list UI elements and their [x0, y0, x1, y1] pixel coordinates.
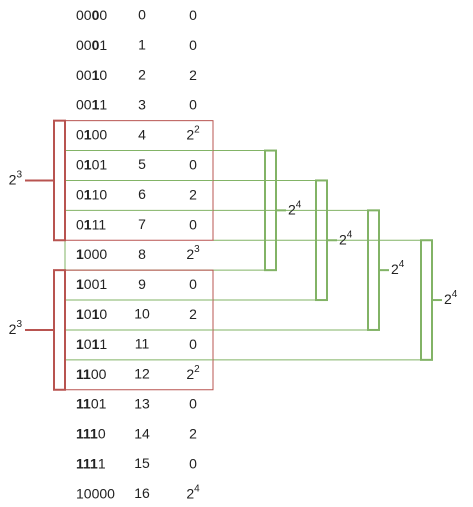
decimal-value: 4: [138, 126, 146, 142]
decimal-value: 12: [134, 366, 150, 382]
result-value: 0: [189, 395, 197, 411]
green-group-label: 24: [391, 259, 405, 277]
table-row: 1100 12 22: [76, 363, 200, 381]
table-row: 1011 11 0: [76, 336, 197, 352]
decimal-value: 11: [135, 336, 150, 352]
green-group-label: 24: [339, 229, 353, 247]
binary-value: 0101: [76, 156, 107, 172]
binary-value: 1101: [76, 395, 107, 411]
binary-value: 0111: [76, 216, 106, 232]
green-group: [213, 239, 442, 361]
green-group-label: 24: [444, 289, 458, 307]
table-row: 1001 9 0: [76, 276, 197, 292]
result-value: 22: [186, 124, 200, 142]
binary-value: 0010: [76, 67, 107, 83]
result-value: 0: [189, 455, 197, 471]
result-value: 2: [189, 306, 197, 322]
decimal-value: 10: [134, 306, 150, 322]
result-value: 2: [189, 186, 197, 202]
table-row: 10000 16 24: [76, 483, 200, 501]
green-group-label: 24: [288, 199, 302, 217]
result-value: 0: [189, 156, 197, 172]
table-row: 0111 7 0: [76, 216, 197, 232]
binary-value: 1000: [76, 246, 107, 262]
red-bracket: [53, 269, 66, 391]
binary-value: 1011: [76, 336, 107, 352]
decimal-value: 2: [138, 67, 146, 83]
table-row: 1101 13 0: [76, 395, 197, 411]
decimal-value: 3: [138, 96, 146, 112]
decimal-value: 16: [134, 485, 150, 501]
result-value: 0: [189, 37, 197, 53]
result-value: 0: [189, 7, 197, 23]
table-row: 0101 5 0: [76, 156, 197, 172]
green-group: [213, 209, 389, 331]
red-group-label: 23: [9, 169, 23, 187]
result-value: 0: [189, 336, 197, 352]
decimal-value: 9: [138, 276, 146, 292]
result-value: 22: [186, 363, 200, 381]
red-group: [25, 119, 214, 242]
green-bracket: [420, 239, 433, 361]
decimal-value: 15: [134, 455, 150, 471]
table-row: 1110 14 2: [76, 425, 197, 441]
decimal-value: 6: [138, 186, 146, 202]
table-row: 0011 3 0: [76, 96, 197, 112]
result-value: 24: [186, 483, 200, 501]
green-bracket: [367, 209, 380, 331]
red-groups: [25, 119, 214, 391]
green-groups: [64, 149, 442, 361]
red-group: [25, 269, 214, 391]
decimal-value: 14: [134, 425, 150, 441]
binary-value: 1010: [76, 306, 107, 322]
table-row: 0001 1 0: [76, 37, 197, 53]
binary-value: 1100: [76, 366, 107, 382]
result-value: 2: [189, 425, 197, 441]
binary-value: 0001: [76, 37, 107, 53]
red-group-label: 23: [9, 319, 23, 337]
binary-value: 1001: [76, 276, 107, 292]
binary-value: 0110: [76, 186, 107, 202]
result-value: 2: [189, 67, 197, 83]
decimal-value: 5: [138, 156, 146, 172]
decimal-value: 13: [134, 395, 150, 411]
result-value: 0: [189, 96, 197, 112]
binary-value: 10000: [76, 485, 115, 501]
result-value: 0: [189, 216, 197, 232]
table-row: 1111 15 0: [76, 455, 197, 471]
red-bracket: [53, 119, 66, 242]
binary-value: 1111: [76, 455, 106, 471]
table-row: 0100 4 22: [76, 124, 200, 142]
binary-value: 0000: [76, 7, 107, 23]
table-row: 0010 2 2: [76, 67, 197, 83]
decimal-value: 0: [138, 7, 146, 23]
table-row: 1000 8 23: [76, 244, 200, 262]
table-row: 0110 6 2: [76, 186, 197, 202]
decimal-value: 7: [138, 216, 146, 232]
result-value: 0: [189, 276, 197, 292]
binary-value: 1110: [76, 425, 106, 441]
binary-value: 0100: [76, 126, 107, 142]
binary-value: 0011: [76, 96, 107, 112]
result-value: 23: [186, 244, 200, 262]
decimal-value: 1: [138, 37, 146, 53]
decimal-value: 8: [138, 246, 146, 262]
